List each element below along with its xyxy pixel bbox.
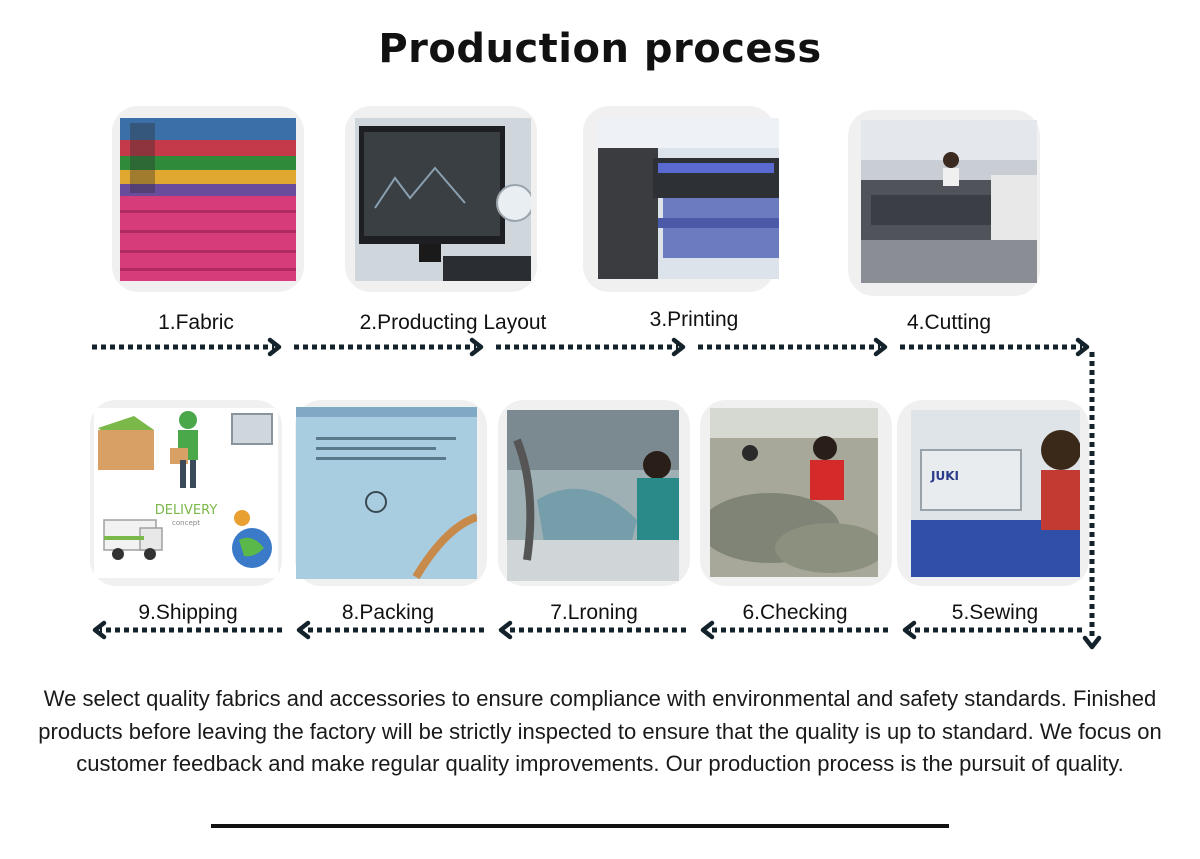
step-label: 1.Fabric bbox=[158, 311, 234, 334]
arrowhead bbox=[671, 337, 686, 357]
step-label: 7.Lroning bbox=[550, 601, 638, 624]
arrowhead bbox=[267, 337, 282, 357]
arrowhead bbox=[902, 620, 917, 640]
step-label: 4.Cutting bbox=[906, 311, 992, 334]
arrowhead bbox=[1082, 635, 1102, 650]
packing-bag-photo bbox=[296, 407, 477, 579]
cutting-workshop-photo bbox=[861, 120, 1037, 283]
computer-layout-photo bbox=[355, 118, 531, 281]
fabric-rolls-photo bbox=[120, 118, 296, 281]
arrowhead bbox=[1075, 337, 1090, 357]
divider-line bbox=[211, 824, 949, 828]
sewing-machine-photo: JUKI bbox=[911, 410, 1080, 577]
arrowhead bbox=[498, 620, 513, 640]
step-label: 8.Packing bbox=[341, 601, 435, 624]
step-label: 9.Shipping bbox=[138, 601, 238, 624]
description-text: We select quality fabrics and accessorie… bbox=[38, 686, 1162, 776]
step-label: 6.Checking bbox=[742, 601, 848, 624]
ironing-photo bbox=[507, 410, 679, 581]
delivery-word: DELIVERY bbox=[155, 503, 218, 518]
arrowhead bbox=[296, 620, 311, 640]
arrowhead bbox=[92, 620, 107, 640]
page-title: Production process bbox=[378, 26, 822, 72]
step-label: 2.Producting Layout bbox=[359, 311, 547, 334]
step-label: 5.Sewing bbox=[951, 601, 1039, 624]
arrowhead bbox=[469, 337, 484, 357]
step-label: 3.Printing bbox=[649, 308, 739, 331]
quality-checking-photo bbox=[710, 408, 878, 577]
arrowhead bbox=[873, 337, 888, 357]
delivery-sub: concept bbox=[172, 519, 200, 527]
delivery-illustration: DELIVERY concept bbox=[94, 408, 278, 578]
juki-brand: JUKI bbox=[930, 469, 959, 483]
arrowhead bbox=[700, 620, 715, 640]
printing-machine-photo bbox=[598, 118, 779, 279]
